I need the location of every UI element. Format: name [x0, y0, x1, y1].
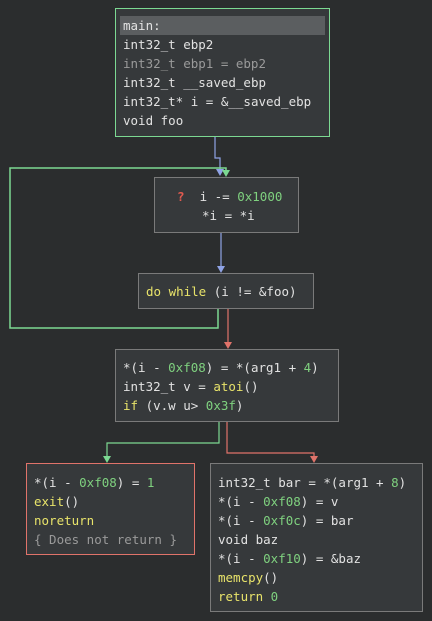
node-check[interactable]: *(i - 0xf08) = *(arg1 + 4) int32_t v = a…: [115, 349, 339, 422]
edge-arrow: [217, 266, 225, 273]
warning-icon: ?: [177, 189, 185, 204]
edge-check-to-fail: [106, 422, 220, 456]
code-line: int32_t v = atoi(): [123, 379, 259, 394]
edge-check-to-success: [226, 422, 315, 456]
code-line: return 0: [218, 589, 279, 604]
code-line: *i = *i: [202, 208, 255, 223]
node-success[interactable]: int32_t bar = *(arg1 + 8) *(i - 0xf08) =…: [210, 463, 423, 612]
code-line: do while (i != &foo): [146, 284, 297, 299]
node-header: main:: [120, 16, 325, 35]
code-line: void foo: [123, 113, 184, 128]
node-fail[interactable]: *(i - 0xf08) = 1 exit() noreturn { Does …: [26, 463, 195, 555]
code-line: void baz: [218, 532, 279, 547]
code-line: *(i - 0xf08) = v: [218, 494, 339, 509]
code-line: *(i - 0xf08) = 1: [34, 475, 155, 490]
edge-arrow: [224, 342, 232, 349]
code-line: *(i - 0xf0c) = bar: [218, 513, 354, 528]
code-line: int32_t* i = &__saved_ebp: [123, 94, 312, 109]
code-line: { Does not return }: [34, 532, 177, 547]
code-line: *(i - 0xf10) = &baz: [218, 551, 362, 566]
code-line: int32_t ebp1 = ebp2: [123, 56, 266, 71]
code-line: memcpy(): [218, 570, 279, 585]
code-line: if (v.w u> 0x3f): [123, 398, 244, 413]
edge-arrow: [103, 456, 111, 463]
node-loop-condition[interactable]: do while (i != &foo): [138, 273, 314, 309]
edge-arrow: [222, 170, 230, 177]
code-line: noreturn: [34, 513, 95, 528]
code-line: int32_t ebp2: [123, 37, 214, 52]
node-loop-body[interactable]: ? i -= 0x1000 *i = *i: [154, 177, 299, 233]
code-line: int32_t __saved_ebp: [123, 75, 267, 90]
edge-arrow: [310, 456, 318, 463]
code-line: ? i -= 0x1000: [177, 189, 283, 204]
code-line: int32_t bar = *(arg1 + 8): [218, 475, 407, 490]
code-line: *(i - 0xf08) = *(arg1 + 4): [123, 360, 319, 375]
node-main[interactable]: main: int32_t ebp2 int32_t ebp1 = ebp2 i…: [115, 8, 330, 137]
edge-loop-back: [9, 167, 227, 329]
edge-main-to-loop: [214, 137, 221, 169]
code-line: exit(): [34, 494, 80, 509]
edge-arrow: [216, 169, 224, 176]
